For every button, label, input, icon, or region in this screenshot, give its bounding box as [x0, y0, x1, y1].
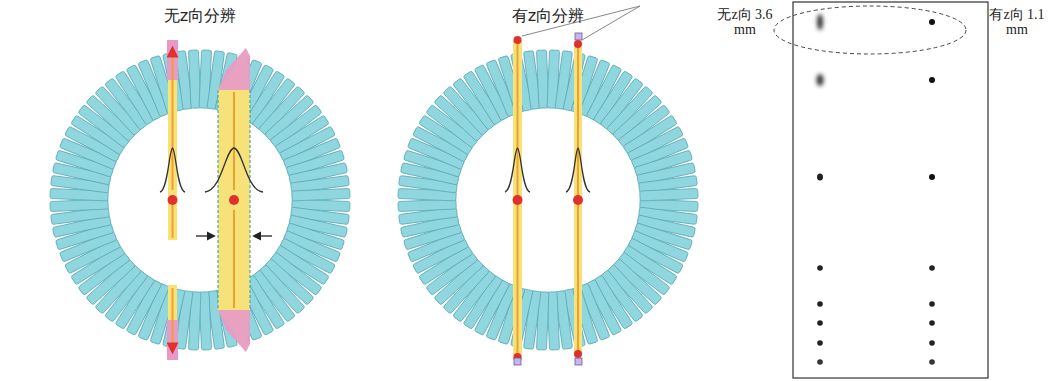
lor-without-doi	[160, 40, 272, 360]
panel-title: 有z向分辨	[478, 6, 618, 27]
detector-crystal	[292, 188, 350, 201]
resolution-label: 无z向 3.6 mm	[716, 8, 774, 37]
image-panel	[774, 2, 988, 378]
detector-ring	[398, 50, 698, 350]
detector-crystal	[640, 188, 698, 201]
detector-ring	[50, 50, 350, 350]
lor-with-doi	[505, 6, 640, 365]
panel-title: 无z向分辨	[130, 6, 270, 27]
resolution-label: 有z向 1.1 mm	[988, 8, 1046, 37]
